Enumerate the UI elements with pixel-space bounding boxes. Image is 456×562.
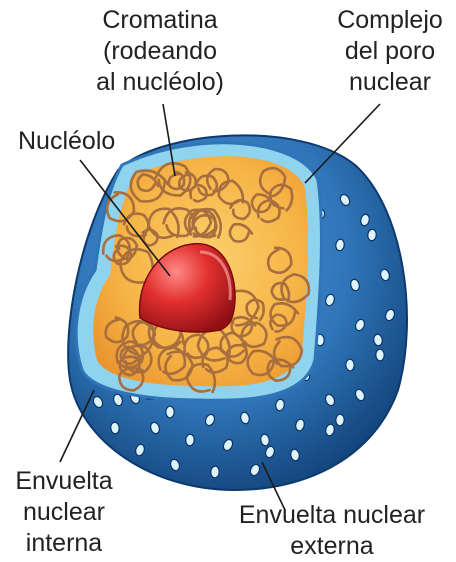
label-envuelta-externa: Envuelta nuclear externa — [212, 500, 452, 562]
nuclear-pore — [346, 359, 355, 371]
nuclear-pore — [166, 406, 174, 418]
label-complejo-poro: Complejo del poro nuclear — [330, 5, 450, 98]
label-nucleolo: Nucléolo — [18, 126, 115, 157]
nuclear-pore — [185, 434, 194, 446]
label-envuelta-interna: Envuelta nuclear interna — [0, 466, 128, 559]
nuclear-pore — [376, 349, 385, 361]
nuclear-pore — [211, 466, 220, 478]
label-cromatina: Cromatina (rodeando al nucléolo) — [80, 5, 240, 98]
nuclear-pore — [335, 414, 344, 426]
